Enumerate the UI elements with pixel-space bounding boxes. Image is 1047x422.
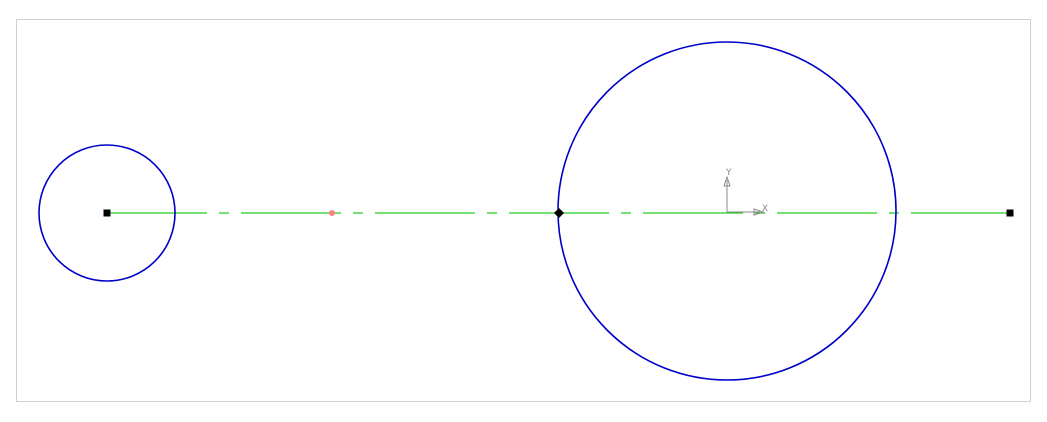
y-axis-arrow-icon: [723, 175, 731, 187]
drawing-area[interactable]: [16, 19, 1031, 402]
midpoint-marker[interactable]: [329, 210, 335, 216]
x-axis-label: X: [762, 204, 768, 214]
coordinate-axes: Y X: [723, 168, 768, 216]
x-axis-arrow-icon: [753, 208, 765, 216]
right-endpoint-marker[interactable]: [1006, 209, 1014, 217]
left-endpoint-marker[interactable]: [103, 209, 111, 217]
small-circle[interactable]: [38, 144, 176, 282]
y-axis-label: Y: [725, 168, 732, 178]
tangent-point-marker[interactable]: [554, 208, 564, 218]
